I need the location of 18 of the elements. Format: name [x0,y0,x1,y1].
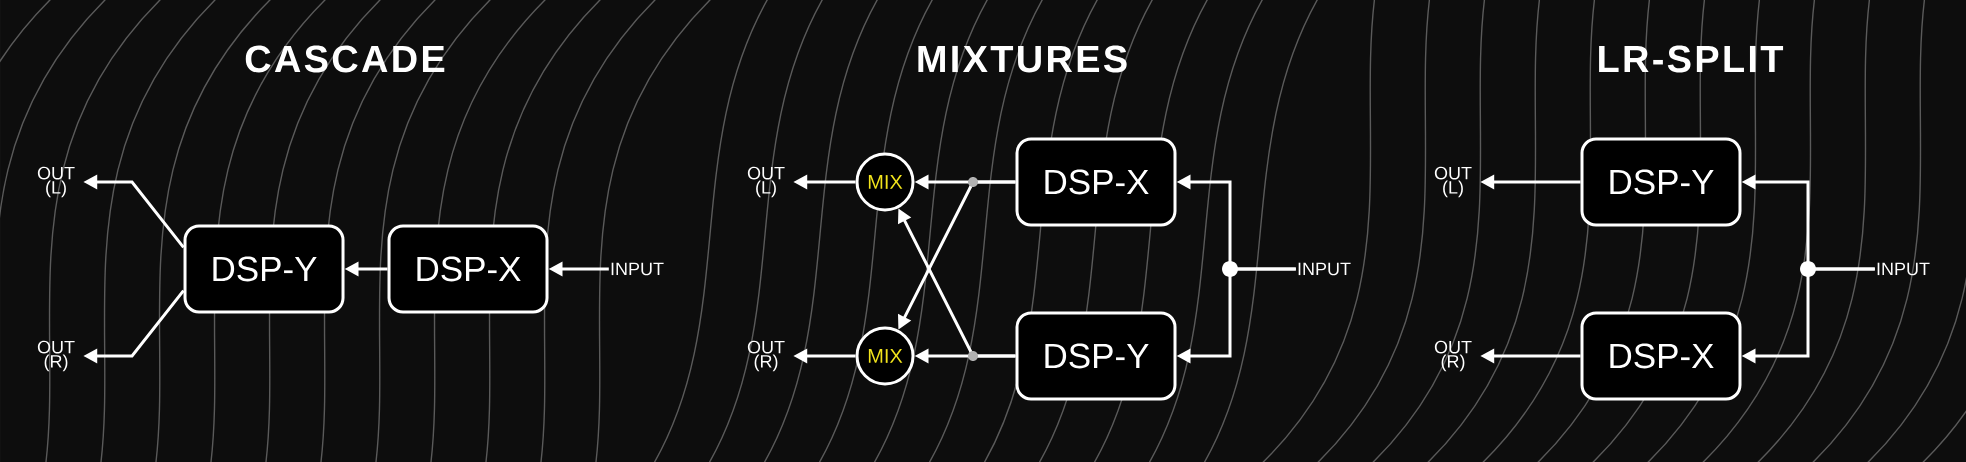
label-text: OUT (L) [37,166,75,198]
process-box: DSP-X [1015,137,1177,227]
section-title: MIXTURES [918,45,1127,73]
process-box: DSP-Y [1015,311,1177,401]
section-title: CASCADE [245,45,445,73]
label-text: OUT (R) [747,340,785,372]
input-label: INPUT [1298,262,1351,276]
label-text: OUT (L) [1434,166,1472,198]
section-title: LR-SPLIT [1599,45,1784,73]
label-text: OUT (R) [37,340,75,372]
label-text: OUT (R) [1434,340,1472,372]
input-label: INPUT [1877,262,1930,276]
process-box: DSP-Y [1580,137,1742,227]
process-box: DSP-X [1580,311,1742,401]
process-box: DSP-Y [183,224,345,314]
input-label: INPUT [611,262,664,276]
process-box: DSP-X [387,224,549,314]
label-text: OUT (L) [747,166,785,198]
